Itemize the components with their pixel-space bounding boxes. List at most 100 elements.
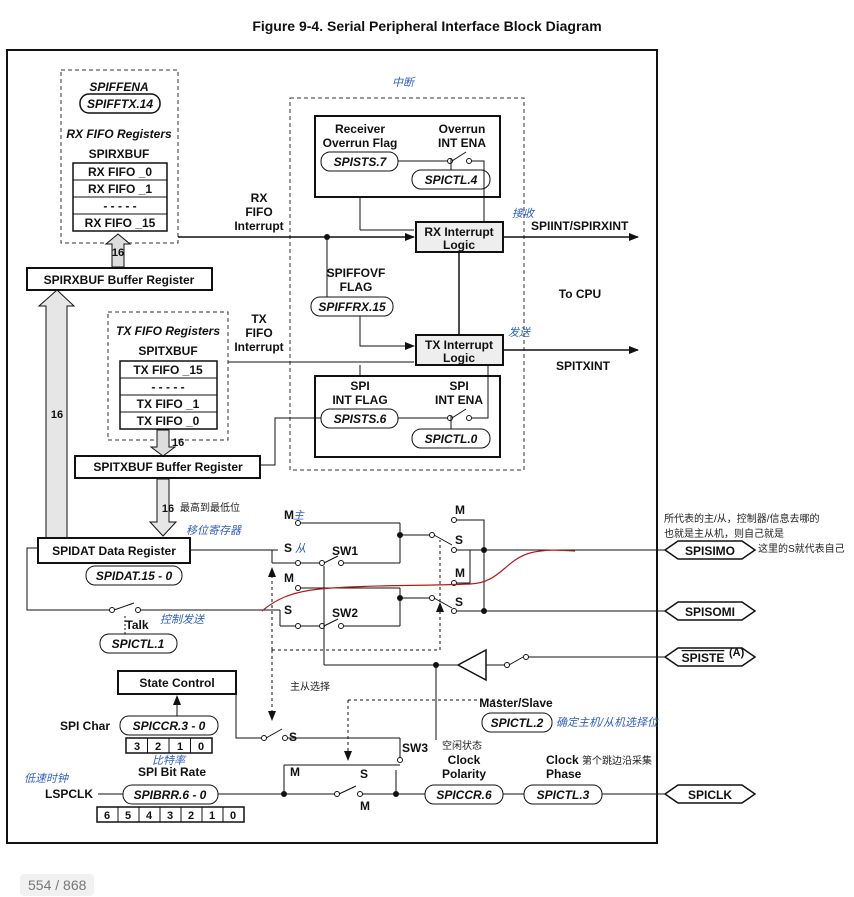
spidat-to-rxbuf-arrow: [37, 289, 76, 539]
rx-fifo-dots: - - - - -: [103, 199, 136, 213]
spidat15-label: SPIDAT.15 - 0: [96, 569, 173, 583]
rx-fifo-registers-label: RX FIFO Registers: [66, 127, 172, 141]
ms-choose-annotation: 确定主机/从机选择位: [556, 716, 659, 729]
clock-polarity-label-1: Clock: [448, 753, 481, 767]
polarity-note-annotation: 空闲状态: [442, 739, 482, 752]
spiccr3-pill: [119, 715, 219, 736]
spi-block-diagram: SPIFFENA SPIFFTX.14 RX FIFO Registers SP…: [6, 49, 845, 844]
spidat-reg-label: SPIDAT Data Register: [52, 544, 176, 558]
rate-bit-0: 0: [230, 810, 236, 822]
spiffovf-label-1: SPIFFOVF: [327, 266, 386, 280]
tx-fifo-int-label-1: TX: [251, 312, 266, 326]
talk-label: Talk: [125, 618, 148, 632]
sw1-s-label: S: [284, 541, 292, 555]
spictl2-pill: [481, 712, 553, 733]
send-annotation: 发送: [508, 326, 531, 339]
spi-int-flag-label-1: SPI: [350, 379, 369, 393]
spictl1-label: SPICTL.1: [112, 637, 165, 651]
spi-int-flag-label-2: INT FLAG: [332, 393, 387, 407]
interrupt-annotation: 中断: [392, 76, 416, 89]
rx-fifo-15: RX FIFO _15: [85, 216, 156, 230]
sw2-m-label: M: [284, 571, 294, 585]
tx-fifo-0: TX FIFO _0: [137, 414, 200, 428]
right-note-3: 这里的S就代表自己: [758, 542, 845, 555]
sw1-label: SW1: [332, 544, 358, 558]
spists6-label: SPISTS.6: [334, 412, 387, 426]
bits-note-annotation: 比特率: [152, 754, 187, 767]
sw3-label: SW3: [402, 741, 428, 755]
outer-border: [6, 49, 658, 844]
rx-interrupt-logic: [415, 221, 504, 253]
shift-reg-annotation: 移位寄存器: [186, 524, 242, 537]
clk-m-label: M: [290, 765, 300, 779]
spitxbuf-label: SPITXBUF: [138, 344, 197, 358]
spisimo-pin: [663, 540, 757, 560]
page-indicator: 554 / 868: [20, 874, 95, 896]
tx-int-logic-label-2: Logic: [443, 351, 475, 365]
tx-fifo-int-label-3: Interrupt: [234, 340, 283, 354]
left-count-label: 16: [51, 409, 63, 421]
spibrr6-label: SPIBRR.6 - 0: [134, 788, 207, 802]
rx-int-logic-label-1: RX Interrupt: [424, 225, 493, 239]
right-note-1: 所代表的主/从，控制器/信息去哪的: [664, 512, 820, 525]
spitxbuf-buffer-register: [74, 455, 261, 479]
spiste-label: SPISTE: [682, 651, 725, 665]
spi-char-label: SPI Char: [60, 719, 110, 733]
spiccr6-label: SPICCR.6: [436, 788, 492, 802]
rate-bit-5: 5: [125, 810, 131, 822]
shift-note-annotation: 最高到最低位: [180, 501, 240, 514]
spirxbuf-label: SPIRXBUF: [89, 147, 150, 161]
rate-bit-3: 3: [167, 810, 173, 822]
rx-fifo-fill-arrow: [104, 233, 132, 268]
spiffrx15-label: SPIFFRX.15: [318, 300, 386, 314]
sw1-m-label: M: [284, 508, 294, 522]
rx-fifo-0: RX FIFO _0: [88, 165, 152, 179]
rx-fifo-int-label-3: Interrupt: [234, 219, 283, 233]
clk-s-label: S: [360, 767, 368, 781]
spiclk-pin: [663, 784, 757, 804]
spisomi-pin: [663, 601, 757, 621]
rate-bit-6: 6: [104, 810, 110, 822]
slave-annotation: 从: [295, 542, 306, 555]
spiste-pin: [663, 647, 757, 667]
spiffena-label: SPIFFENA: [89, 80, 148, 94]
clock-source-annotation: 低速时钟: [24, 772, 70, 785]
state-s-label: S: [289, 730, 297, 744]
spictl2-label: SPICTL.2: [491, 716, 544, 730]
char-bit-2: 2: [155, 741, 161, 753]
lspclk-label: LSPCLK: [45, 787, 93, 801]
spists7-label: SPISTS.7: [334, 155, 388, 169]
char-bit-0: 0: [198, 741, 204, 753]
spiccr3-label: SPICCR.3 - 0: [133, 719, 206, 733]
tx-fifo-dots: - - - - -: [151, 380, 184, 394]
rx-int-logic-label-2: Logic: [443, 238, 475, 252]
spi-int-ena-label-1: SPI: [449, 379, 468, 393]
simo-m-label: M: [455, 503, 465, 517]
tx-fifo-int-label-2: FIFO: [245, 326, 272, 340]
rate-bit-field: 6 5 4 3 2 1 0: [96, 806, 245, 823]
master-annotation: 主: [293, 509, 305, 522]
right-note-2: 也就是主从机，则自己就是: [664, 527, 784, 540]
spifftx14-pill: [79, 93, 161, 114]
somi-m-label: M: [455, 566, 465, 580]
rx-fifo-int-label-1: RX: [251, 191, 268, 205]
spiste-buffer: [456, 648, 487, 682]
receiver-overrun-label-1: Receiver: [335, 122, 385, 136]
rx-fifo-1: RX FIFO _1: [88, 182, 152, 196]
char-bit-1: 1: [177, 741, 183, 753]
overrun-label-1: Overrun: [439, 122, 486, 136]
rx-fifo-group: [60, 69, 179, 244]
rx-fifo-int-label-2: FIFO: [245, 205, 272, 219]
tx-int-logic-label-1: TX Interrupt: [425, 338, 493, 352]
char-bit-field: 3 2 1 0: [125, 737, 213, 754]
spi-int-ena-label-2: INT ENA: [435, 393, 483, 407]
spirxbuf-buffer-register: [26, 267, 213, 291]
dat-count-label: 16: [162, 503, 174, 515]
receiver-overrun-label-2: Overrun Flag: [323, 136, 398, 150]
sw2-s-label: S: [284, 603, 292, 617]
spitxint-label: SPITXINT: [556, 359, 611, 373]
tx-fifo-15: TX FIFO _15: [133, 363, 203, 377]
figure-title: Figure 9-4. Serial Peripheral Interface …: [252, 18, 602, 34]
tx-fifo-registers-label: TX FIFO Registers: [116, 324, 220, 338]
overrun-label-2: INT ENA: [438, 136, 486, 150]
